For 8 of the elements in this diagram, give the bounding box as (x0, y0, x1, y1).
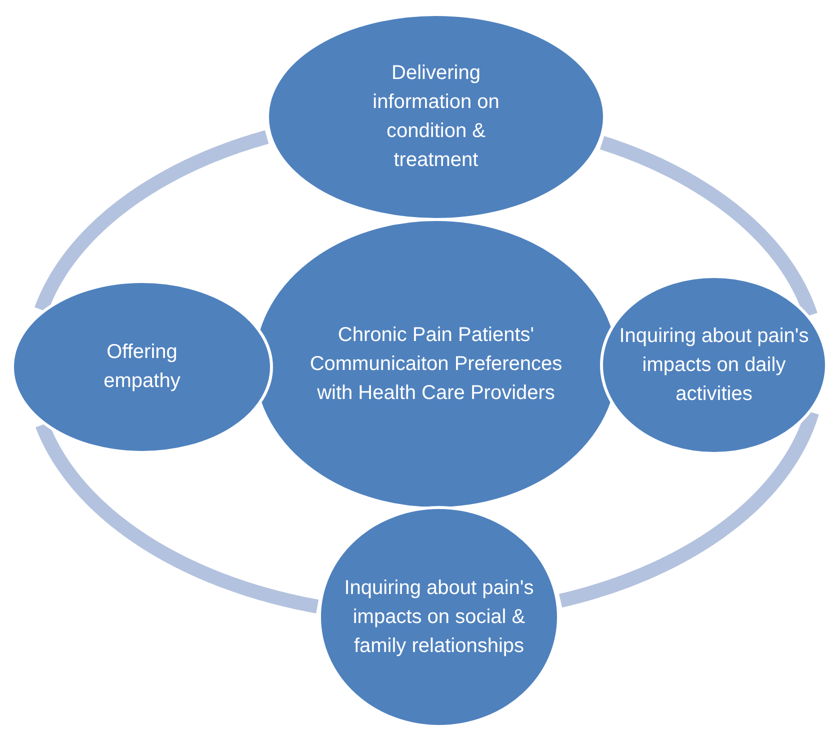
node-text: Inquiring about pain's impacts on social & family relationships (344, 576, 534, 658)
node-text: Offering empathy (102, 340, 182, 394)
node-text: Chronic Pain Patients' Communicaiton Preferences with Health Care Providers (308, 322, 564, 406)
ellipse-node (11, 280, 273, 454)
ellipse-node (318, 506, 560, 728)
node-text: Inquiring about pain's impacts on daily activities (619, 324, 809, 406)
node-text: Delivering information on condition & treatment (372, 61, 500, 173)
ellipse-node (266, 13, 606, 221)
